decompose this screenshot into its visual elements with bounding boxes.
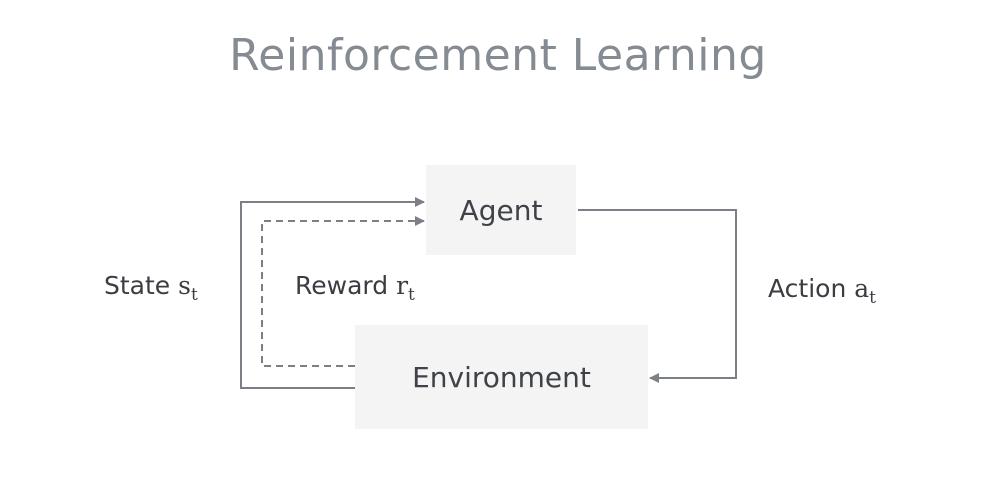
state-subscript: t	[190, 285, 198, 305]
reward-edge-label: Reward rt	[295, 271, 415, 305]
environment-label: Environment	[412, 360, 591, 394]
diagram-title: Reinforcement Learning	[229, 30, 767, 81]
state-arrow	[240, 197, 425, 389]
action-subscript: t	[869, 288, 876, 308]
action-text: Action	[768, 274, 847, 303]
agent-node: Agent	[426, 165, 576, 255]
action-arrow	[578, 209, 737, 383]
reward-subscript: t	[408, 285, 415, 305]
state-symbol: s	[178, 271, 191, 300]
reward-text: Reward	[295, 271, 389, 300]
environment-node: Environment	[355, 325, 648, 429]
state-edge-label: State st	[104, 271, 198, 305]
reward-symbol: r	[396, 271, 409, 300]
reward-arrow	[261, 216, 425, 367]
agent-label: Agent	[459, 193, 543, 227]
state-text: State	[104, 271, 171, 300]
action-edge-label: Action at	[768, 274, 876, 308]
action-symbol: a	[854, 274, 870, 303]
